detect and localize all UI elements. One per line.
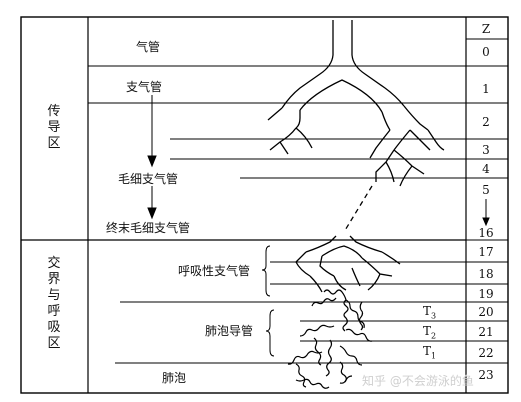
label-respiratory-bronchioles: 呼吸性支气管 [178,264,251,278]
generation-20: 20 [478,305,494,319]
alveolar-tree [287,289,373,389]
t2-label: T2 [423,324,437,341]
generation-arrow [482,199,490,227]
generation-23: 23 [478,368,494,382]
generation-18: 18 [478,267,494,281]
bracket-alveolar-ducts [265,309,275,357]
generation-grid [466,38,508,364]
outer-frame [20,16,509,394]
t1-label: T1 [423,344,437,361]
zone-label-respiratory: 交界与呼吸区 [47,256,61,351]
label-alveoli: 肺泡 [162,371,187,385]
generation-4: 4 [482,162,490,176]
generation-22: 22 [478,346,494,360]
generation-0: 0 [482,45,490,59]
t3-label: T3 [423,304,437,321]
label-bronchi: 支气管 [126,80,163,94]
label-alveolar-ducts: 肺泡导管 [205,324,254,338]
level-lines [88,65,466,364]
progression-arrows [147,95,157,220]
watermark: 知乎 @不会游泳的鱼 [362,374,474,388]
generation-1: 1 [482,82,490,96]
generation-3: 3 [482,143,490,157]
generation-header: Z [481,22,491,36]
label-bronchioles: 毛细支气管 [118,172,179,186]
bronchial-tree [267,20,445,233]
label-terminal-bronchioles: 终末毛细支气管 [106,221,191,235]
zone-label-conducting: 传导区 [47,104,61,151]
bracket-respiratory-bronchioles [261,245,271,297]
generation-19: 19 [478,287,494,301]
generation-17: 17 [478,245,494,259]
generation-21: 21 [478,325,494,339]
generation-2: 2 [482,115,490,129]
label-trachea: 气管 [136,40,161,54]
generation-16: 16 [478,226,494,240]
respiratory-bronchioles-tree [295,235,401,293]
generation-5: 5 [482,183,490,197]
